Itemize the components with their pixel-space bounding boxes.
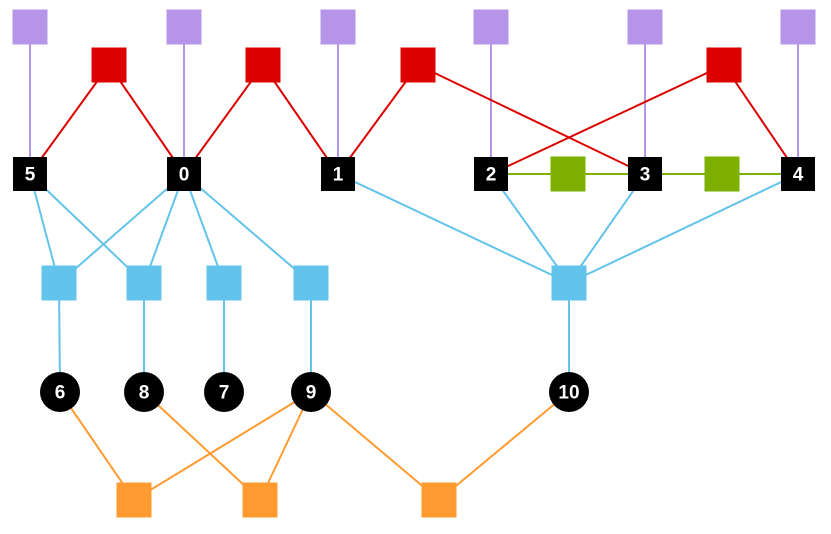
factor-node-red-r2 <box>400 47 436 83</box>
factor-node-blue-b2 <box>206 265 242 301</box>
variable-label-9: 9 <box>306 383 317 404</box>
variable-label-3: 3 <box>640 165 651 186</box>
edge-o2-v9 <box>310 391 440 501</box>
edge-b4-v4 <box>568 173 799 284</box>
variables-layer: 5 0 1 2 3 4 6 8 7 9 10 <box>13 157 815 412</box>
factor-node-green-g1 <box>704 156 740 192</box>
variable-node-8: 8 <box>124 372 164 412</box>
variable-label-8: 8 <box>139 383 150 404</box>
edge-o0-v9 <box>133 391 312 501</box>
variable-label-0: 0 <box>179 165 190 186</box>
factor-node-orange-o2 <box>421 482 457 518</box>
variable-shape-4 <box>781 157 815 191</box>
variable-shape-5 <box>13 157 47 191</box>
variable-label-7: 7 <box>219 383 230 404</box>
factor-node-blue-b4 <box>551 265 587 301</box>
edge-b4-v2 <box>490 173 570 284</box>
edge-b4-v1 <box>337 173 570 284</box>
factor-node-purple-p1 <box>166 9 202 45</box>
edge-r1-v1 <box>262 64 339 175</box>
factor-node-purple-p5 <box>780 9 816 45</box>
edge-r2-v3 <box>417 64 646 175</box>
factor-node-blue-b0 <box>41 265 77 301</box>
variable-node-9: 9 <box>291 372 331 412</box>
edge-o2-v10 <box>438 391 570 501</box>
factor-node-orange-o0 <box>116 482 152 518</box>
variable-label-10: 10 <box>558 383 579 404</box>
variable-shape-9 <box>291 372 331 412</box>
edge-b0-v0 <box>58 173 185 284</box>
factor-node-orange-o1 <box>242 482 278 518</box>
edge-o1-v8 <box>143 391 261 501</box>
factor-node-purple-p0 <box>12 9 48 45</box>
edge-b4-v3 <box>568 173 646 284</box>
edges-layer <box>29 27 799 501</box>
variable-shape-6 <box>40 372 80 412</box>
variable-node-7: 7 <box>204 372 244 412</box>
variable-node-0: 0 <box>167 157 201 191</box>
edge-b1-v5 <box>29 173 145 284</box>
variable-shape-2 <box>474 157 508 191</box>
edge-b3-v0 <box>183 173 312 284</box>
edge-r3-v4 <box>723 64 799 175</box>
edge-b1-v0 <box>143 173 185 284</box>
factors-layer <box>12 9 816 518</box>
edge-o0-v6 <box>59 391 135 501</box>
factor-node-red-r0 <box>91 47 127 83</box>
factor-node-blue-b3 <box>293 265 329 301</box>
variable-shape-1 <box>321 157 355 191</box>
variable-shape-3 <box>628 157 662 191</box>
edge-r0-v5 <box>29 64 110 175</box>
factor-node-purple-p3 <box>473 9 509 45</box>
factor-node-green-g0 <box>550 156 586 192</box>
edge-b0-v5 <box>29 173 60 284</box>
variable-node-5: 5 <box>13 157 47 191</box>
variable-node-1: 1 <box>321 157 355 191</box>
variable-node-10: 10 <box>549 372 589 412</box>
variable-node-4: 4 <box>781 157 815 191</box>
factor-node-blue-b1 <box>126 265 162 301</box>
edge-r1-v0 <box>183 64 264 175</box>
variable-label-5: 5 <box>25 165 36 186</box>
edge-r0-v0 <box>108 64 185 175</box>
variable-node-6: 6 <box>40 372 80 412</box>
variable-shape-7 <box>204 372 244 412</box>
factor-node-red-r1 <box>245 47 281 83</box>
factor-node-purple-p2 <box>320 9 356 45</box>
factor-node-red-r3 <box>706 47 742 83</box>
variable-label-4: 4 <box>793 165 804 186</box>
edge-r2-v1 <box>337 64 419 175</box>
variable-node-2: 2 <box>474 157 508 191</box>
variable-shape-8 <box>124 372 164 412</box>
variable-label-2: 2 <box>486 165 497 186</box>
variable-label-6: 6 <box>55 383 66 404</box>
edge-r3-v2 <box>490 64 725 175</box>
edge-b2-v0 <box>183 173 225 284</box>
variable-label-1: 1 <box>333 165 344 186</box>
variable-shape-10 <box>549 372 589 412</box>
variable-shape-0 <box>167 157 201 191</box>
factor-node-purple-p4 <box>627 9 663 45</box>
variable-node-3: 3 <box>628 157 662 191</box>
